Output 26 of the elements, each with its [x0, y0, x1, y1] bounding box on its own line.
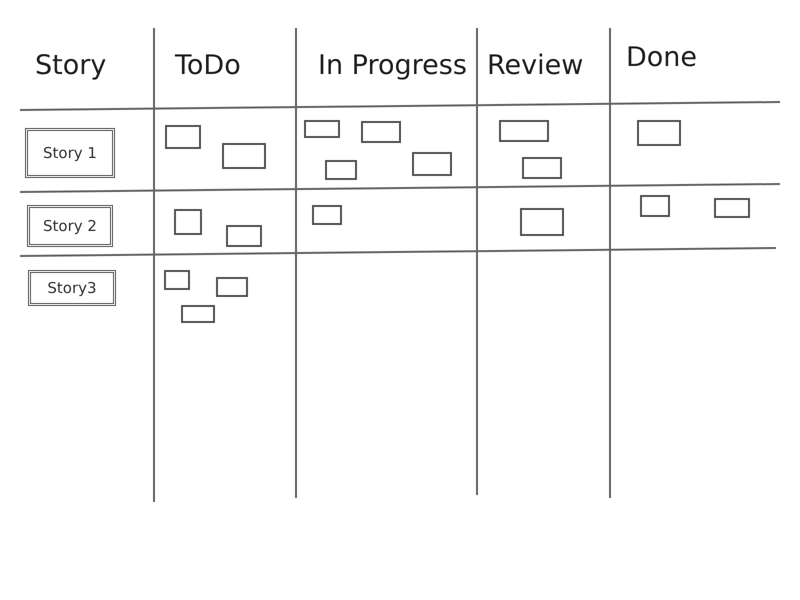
story-card: Story3 — [28, 270, 116, 306]
task-card — [164, 270, 190, 290]
story-card: Story 1 — [25, 128, 115, 178]
task-card — [522, 157, 562, 179]
task-card — [181, 305, 215, 323]
column-header: In Progress — [318, 50, 467, 81]
task-card — [165, 125, 201, 149]
task-card — [640, 195, 670, 217]
task-card — [216, 277, 248, 297]
column-header: Story — [35, 50, 106, 81]
story-card: Story 2 — [27, 205, 113, 247]
task-card — [226, 225, 262, 247]
task-card — [222, 143, 266, 169]
task-card — [312, 205, 342, 225]
task-card — [325, 160, 357, 180]
task-card — [304, 120, 340, 138]
task-card — [174, 209, 202, 235]
task-card — [412, 152, 452, 176]
task-card — [499, 120, 549, 142]
column-header: Review — [487, 50, 584, 81]
task-card — [361, 121, 401, 143]
task-card — [520, 208, 564, 236]
task-card — [714, 198, 750, 218]
column-header: ToDo — [175, 50, 241, 81]
task-card — [637, 120, 681, 146]
column-header: Done — [626, 42, 698, 73]
